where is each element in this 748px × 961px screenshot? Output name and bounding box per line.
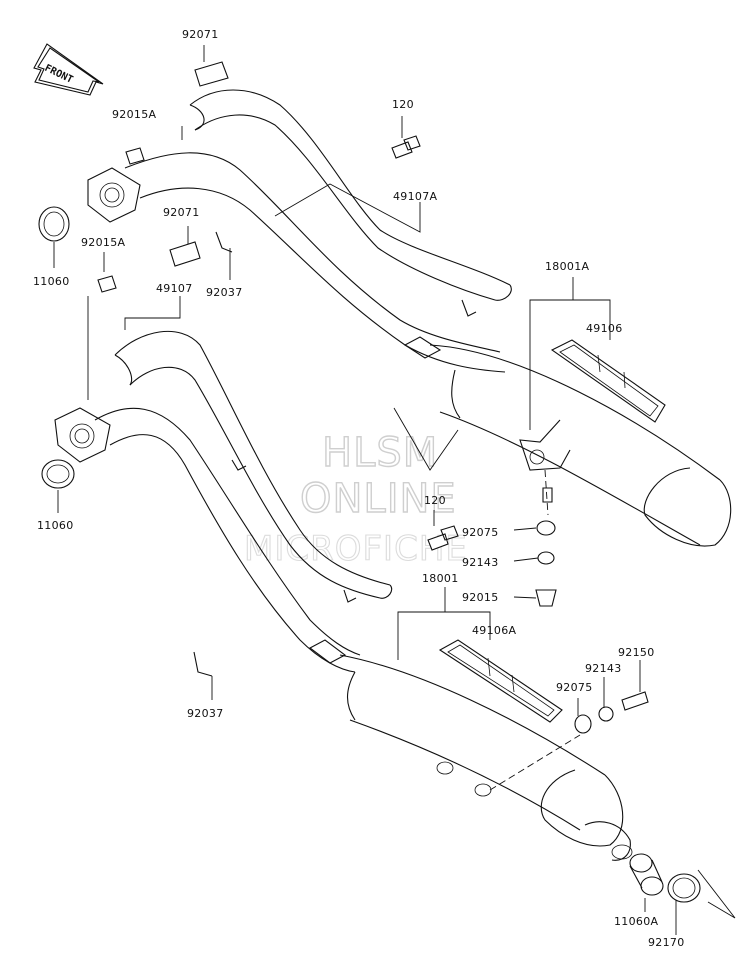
label-18001A: 18001A xyxy=(545,260,589,273)
label-92075-bot: 92075 xyxy=(556,681,593,694)
label-11060-mid: 11060 xyxy=(37,519,74,532)
label-120-mid: 120 xyxy=(424,494,446,507)
label-18001: 18001 xyxy=(422,572,459,585)
label-92071-mid: 92071 xyxy=(163,206,200,219)
collar-92015A-top xyxy=(125,147,145,165)
collar-92015A-mid xyxy=(97,275,117,293)
gasket-upper xyxy=(38,206,70,242)
part-labels: 92071 92015A 120 49107A 11060 92015A 920… xyxy=(33,28,685,949)
label-49106: 49106 xyxy=(586,322,623,335)
watermark-line3: MICROFICHE xyxy=(244,529,468,569)
label-49107: 49107 xyxy=(156,282,193,295)
label-11060-top: 11060 xyxy=(33,275,70,288)
label-120-top: 120 xyxy=(392,98,414,111)
front-arrow-icon: FRONT xyxy=(33,43,104,96)
clip-92037-top xyxy=(215,231,233,253)
label-92015A-mid: 92015A xyxy=(81,236,125,249)
upper-flange xyxy=(87,167,141,223)
watermark: HLSM ONLINE MICROFICHE xyxy=(243,429,468,569)
label-49107A: 49107A xyxy=(393,190,437,203)
watermark-line2: ONLINE xyxy=(300,476,457,522)
label-92015: 92015 xyxy=(462,591,499,604)
leader-lines xyxy=(53,45,736,935)
gasket-lower xyxy=(41,459,75,489)
pad-92071-mid xyxy=(169,241,201,267)
label-92071-top: 92071 xyxy=(182,28,219,41)
shield-plate-49106 xyxy=(550,339,666,423)
label-92037-top: 92037 xyxy=(206,286,243,299)
clip-92037-bot xyxy=(193,651,213,677)
lower-exhaust-pipe xyxy=(94,330,633,861)
label-92037-bot: 92037 xyxy=(187,707,224,720)
mount-parts-upper xyxy=(535,520,557,607)
label-92015A-top: 92015A xyxy=(112,108,156,121)
label-92170: 92170 xyxy=(648,936,685,949)
label-92075-top: 92075 xyxy=(462,526,499,539)
label-92143-bot: 92143 xyxy=(585,662,622,675)
shield-plate-49106A xyxy=(438,639,563,723)
pad-92071-top xyxy=(194,61,229,87)
lower-flange xyxy=(54,407,111,463)
watermark-line1: HLSM xyxy=(322,430,438,476)
label-11060A: 11060A xyxy=(614,915,658,928)
bolt-120-mid xyxy=(427,525,459,551)
sleeve-11060A xyxy=(629,853,664,896)
label-49106A: 49106A xyxy=(472,624,516,637)
mount-parts-lower xyxy=(574,691,649,734)
label-92143-top: 92143 xyxy=(462,556,499,569)
clamp-92170 xyxy=(667,873,701,903)
upper-exhaust-pipe xyxy=(124,89,732,547)
label-92150: 92150 xyxy=(618,646,655,659)
bolt-120-top xyxy=(391,135,421,159)
